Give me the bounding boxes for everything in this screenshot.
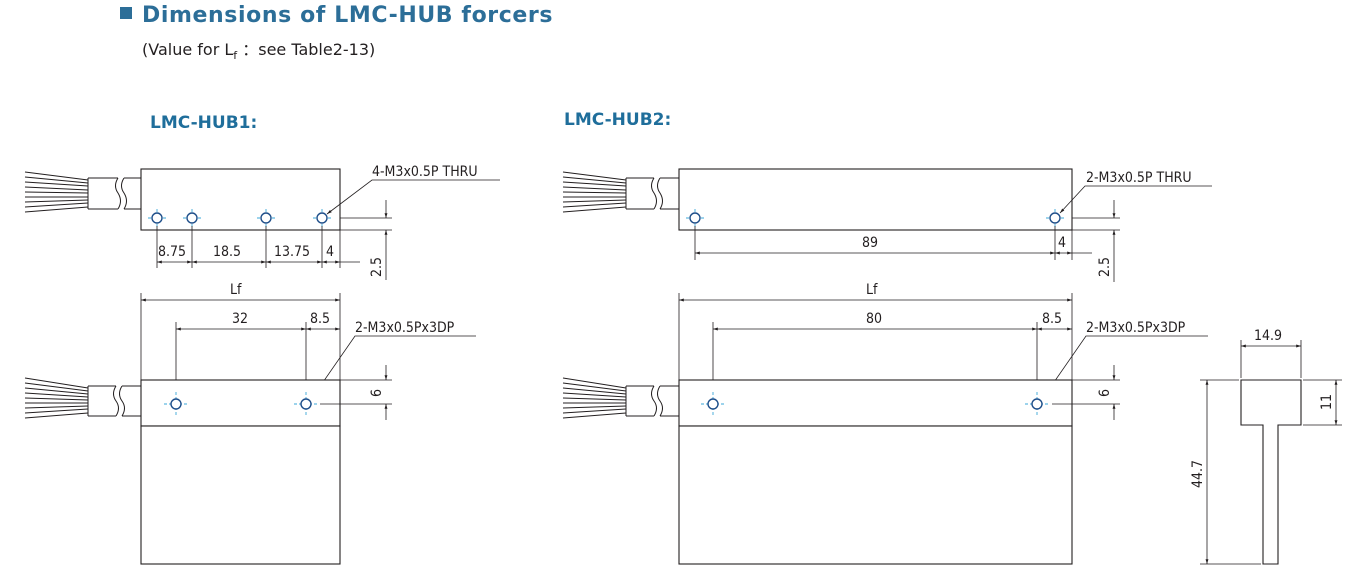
hub1-dim-8-5: 8.5 [310,311,330,327]
hub2-side-view: Lf 80 8.5 2-M3x0.5Px3DP 6 [562,282,1208,565]
hub1-side-view: Lf 32 8.5 2-M3x0.5Px3DP 6 [24,282,476,565]
hub2-side-body [678,425,1073,565]
hub2-dim-2-5: 2.5 [1097,257,1113,277]
hub2-thru-callout: 2-M3x0.5P THRU [1086,170,1192,186]
note-suffix: ：see Table2-13) [237,40,376,59]
profile-dim-44-7: 44.7 [1190,460,1206,488]
hole-icon [313,209,331,227]
hole-icon [183,209,201,227]
heading-text: Dimensions of LMC-HUB forcers [142,3,554,28]
hole-icon [686,209,704,227]
hub2-side-cable [562,377,679,419]
profile-dim-14-9: 14.9 [1254,328,1282,344]
hub1-tap-callout: 2-M3x0.5Px3DP [355,320,455,336]
hub1-dim-8-75: 8.75 [158,244,186,260]
hub1-side-body [140,425,341,565]
hole-icon [701,392,725,416]
end-profile-view: 14.9 11 44.7 [1190,328,1342,565]
hub2-dim-80: 80 [866,311,882,327]
hub2-dim-lf: Lf [866,282,878,298]
hub1-title: LMC-HUB1: [150,113,258,133]
hub2-dim-89: 89 [862,235,878,251]
heading-bullet-square [120,7,132,19]
hub1-top-view: 4-M3x0.5P THRU 8.75 18.5 13.75 4 2.5 [24,164,500,280]
hub2-tap-callout: 2-M3x0.5Px3DP [1086,320,1186,336]
hub1-dim-6: 6 [369,389,385,397]
hub1-dim-18-5: 18.5 [213,244,241,260]
hub1-dim-32: 32 [232,311,248,327]
hub2-side-head [678,379,1073,427]
hub1-thru-callout: 4-M3x0.5P THRU [372,164,478,180]
lf-note: (Value for Lf ：see Table2-13) [142,36,375,62]
hub1-top-cable [24,171,141,213]
hub2-title: LMC-HUB2: [564,110,672,130]
hub2-top-body [678,168,1073,231]
hub2-top-view: 2-M3x0.5P THRU 89 4 2.5 [562,168,1212,282]
hole-icon [294,392,318,416]
hub1-dim-lf: Lf [230,282,242,298]
hub1-side-cable [24,377,141,419]
hub2-dim-4: 4 [1058,235,1066,251]
profile-dim-11: 11 [1319,394,1335,410]
hub1-dim-2-5: 2.5 [369,257,385,277]
hub2-dim-6: 6 [1097,389,1113,397]
hole-icon [257,209,275,227]
hole-icon [164,392,188,416]
hole-icon [148,209,166,227]
note-subscript: f [233,49,238,62]
section-heading: Dimensions of LMC-HUB forcers [120,3,553,28]
note-prefix: (Value for L [142,40,234,59]
profile-outline [1240,379,1302,565]
hub1-top-body [140,168,341,231]
hole-icon [1046,209,1064,227]
hub1-thru-holes [148,209,331,227]
hub1-dim-4: 4 [326,244,334,260]
hole-icon [1025,392,1049,416]
hub2-top-cable [562,171,679,213]
hub1-dim-13-75: 13.75 [274,244,310,260]
hub2-dim-8-5: 8.5 [1042,311,1062,327]
